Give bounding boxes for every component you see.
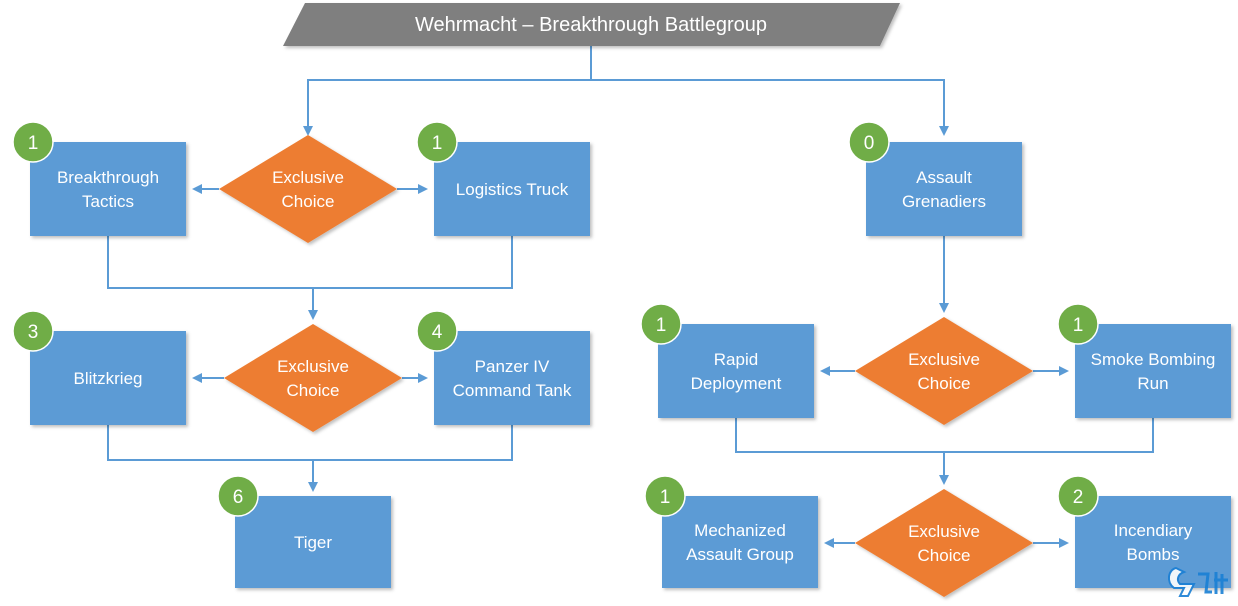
cost-badge: 6 (217, 475, 259, 517)
exclusive-choice-label: Choice (282, 192, 335, 211)
exclusive-choice-label: Exclusive (908, 350, 980, 369)
upgrade-box-panzer-iv-command-tank: Panzer IV Command Tank (434, 331, 590, 425)
cost-value: 1 (432, 133, 443, 154)
upgrade-label: Blitzkrieg (74, 369, 143, 388)
upgrade-box-blitzkrieg: Blitzkrieg (30, 331, 186, 425)
cost-value: 1 (1073, 315, 1084, 336)
connector-lines (107, 46, 1154, 548)
cost-badge: 3 (12, 310, 54, 352)
connector-line (107, 425, 513, 461)
cost-badge: 2 (1057, 475, 1099, 517)
cost-value: 4 (432, 322, 443, 343)
upgrade-box-tiger: Tiger (235, 496, 391, 588)
exclusive-choice-label: Choice (287, 381, 340, 400)
upgrade-label: Mechanized (694, 521, 786, 540)
cost-value: 6 (233, 487, 244, 508)
cost-badge: 1 (640, 303, 682, 345)
connector-line (591, 79, 945, 134)
cost-value: 1 (28, 133, 39, 154)
cost-badge: 0 (848, 121, 890, 163)
cost-value: 1 (656, 315, 667, 336)
connector-line (591, 79, 949, 136)
exclusive-choice-label: Choice (918, 546, 971, 565)
upgrade-label: Breakthrough (57, 168, 159, 187)
upgrade-label: Bombs (1127, 545, 1180, 564)
exclusive-choice-label: Exclusive (277, 357, 349, 376)
upgrade-label: Tactics (82, 192, 134, 211)
cost-badge: 1 (12, 121, 54, 163)
upgrade-label: Panzer IV (475, 357, 550, 376)
connector-line (107, 236, 513, 289)
upgrade-label: Command Tank (453, 381, 572, 400)
page-title: Wehrmacht – Breakthrough Battlegroup (415, 14, 767, 36)
connector-line (303, 46, 592, 136)
exclusive-choice-label: Exclusive (272, 168, 344, 187)
cost-badge: 4 (416, 310, 458, 352)
upgrade-label: Rapid (714, 350, 758, 369)
upgrade-label: Incendiary (1114, 521, 1193, 540)
cost-badge: 1 (1057, 303, 1099, 345)
upgrade-label: Run (1137, 374, 1168, 393)
cost-badge: 1 (416, 121, 458, 163)
cost-badge: 1 (644, 475, 686, 517)
title-banner: Wehrmacht – Breakthrough Battlegroup (283, 3, 900, 46)
upgrade-label: Smoke Bombing (1091, 350, 1216, 369)
upgrade-label: Assault Group (686, 545, 794, 564)
jiuyou-logo-icon (1168, 566, 1228, 597)
exclusive-choice-label: Choice (918, 374, 971, 393)
cost-value: 3 (28, 322, 39, 343)
cost-value: 0 (864, 133, 875, 154)
exclusive-choice-label: Exclusive (908, 522, 980, 541)
cost-value: 2 (1073, 487, 1084, 508)
upgrade-label: Tiger (294, 533, 332, 552)
cost-value: 1 (660, 487, 671, 508)
upgrade-label: Deployment (691, 374, 782, 393)
upgrade-label: Logistics Truck (456, 180, 569, 199)
upgrade-label: Grenadiers (902, 192, 986, 211)
upgrade-box-logistics-truck: Logistics Truck (434, 142, 590, 236)
upgrade-label: Assault (916, 168, 972, 187)
